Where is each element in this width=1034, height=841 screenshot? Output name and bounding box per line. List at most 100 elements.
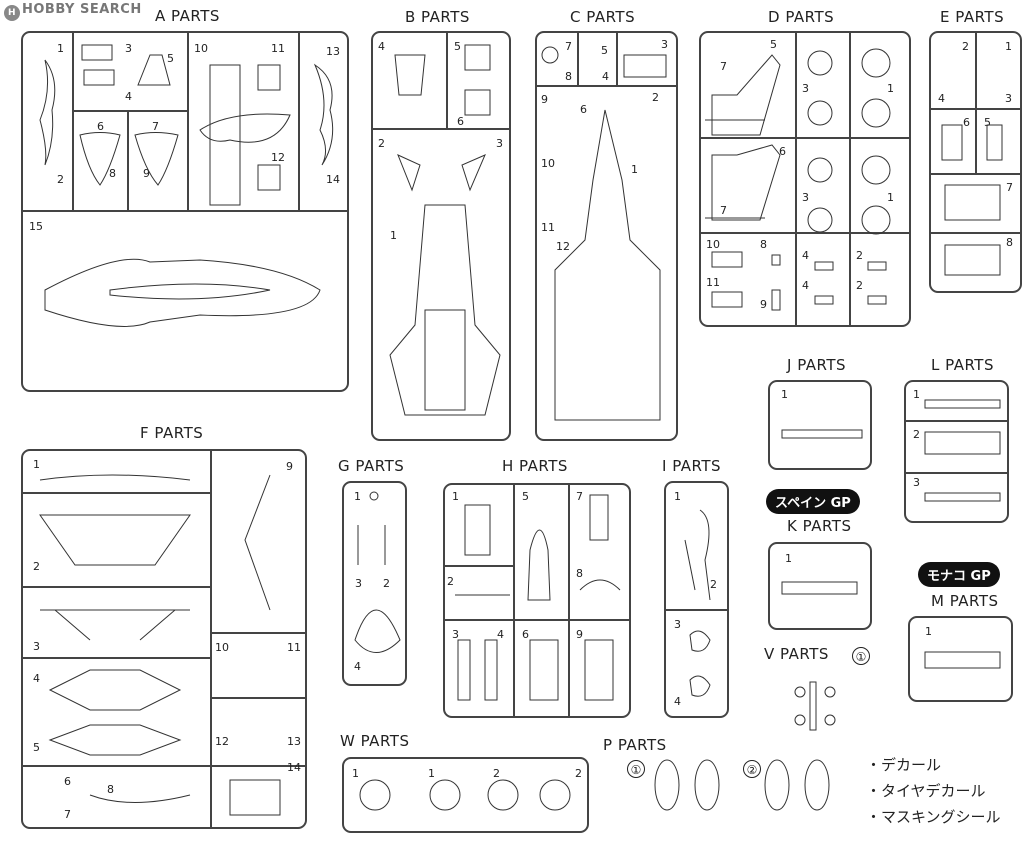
- c-number-1: 1: [631, 163, 638, 176]
- c-number-8: 8: [565, 70, 572, 83]
- a-part-7-sketch: [134, 132, 179, 186]
- title-a: A PARTS: [155, 7, 220, 25]
- h-number-2: 2: [447, 575, 454, 588]
- d-number-4b: 4: [802, 279, 809, 292]
- f-number-9: 9: [286, 460, 293, 473]
- h-part-1-sketch: [464, 504, 491, 556]
- h-part-5-sketch: [527, 529, 551, 601]
- a-number-11: 11: [271, 42, 285, 55]
- e-part-5-6-sketch: [941, 124, 1003, 161]
- a-number-8: 8: [109, 167, 116, 180]
- frame-g: [342, 481, 407, 686]
- title-c: C PARTS: [570, 8, 636, 26]
- frame-j: [768, 380, 872, 470]
- a-part-12-sketch: [257, 164, 281, 191]
- h-number-1: 1: [452, 490, 459, 503]
- a-number-6: 6: [97, 120, 104, 133]
- watermark-logo: H: [4, 5, 20, 21]
- m-part-1-sketch: [924, 651, 1001, 669]
- f-number-4: 4: [33, 672, 40, 685]
- c-number-4: 4: [602, 70, 609, 83]
- d-number-9: 9: [760, 298, 767, 311]
- d-number-1: 1: [887, 82, 894, 95]
- k-part-1-sketch: [781, 581, 858, 595]
- frame-b-divider: [446, 31, 448, 129]
- l-part-3-sketch: [924, 492, 1001, 502]
- a-number-9: 9: [143, 167, 150, 180]
- frame-d-divider: [849, 31, 851, 327]
- frame-a-divider: [187, 31, 189, 211]
- f-number-7: 7: [64, 808, 71, 821]
- g-number-3: 3: [355, 577, 362, 590]
- e-number-5: 5: [984, 116, 991, 129]
- d-number-2: 2: [856, 249, 863, 262]
- d-number-11: 11: [706, 276, 720, 289]
- frame-h-divider: [568, 483, 570, 718]
- i-number-3: 3: [674, 618, 681, 631]
- b-part-4-sketch: [394, 54, 426, 96]
- frame-i-divider: [664, 609, 729, 611]
- frame-f-divider: [210, 449, 212, 829]
- e-number-4: 4: [938, 92, 945, 105]
- frame-l-divider: [904, 420, 1009, 422]
- d-number-3: 3: [802, 82, 809, 95]
- frame-b-divider: [371, 128, 511, 130]
- b-part-5-sketch: [464, 44, 491, 71]
- title-w: W PARTS: [340, 732, 410, 750]
- frame-k: [768, 542, 872, 630]
- a-number-5: 5: [167, 52, 174, 65]
- f-part-4-sketch: [48, 669, 182, 711]
- frame-f: [21, 449, 307, 829]
- c-part-3-sketch: [623, 54, 667, 78]
- title-f: F PARTS: [140, 424, 204, 442]
- f-number-1: 1: [33, 458, 40, 471]
- frame-e-divider: [929, 173, 1022, 175]
- i-number-4: 4: [674, 695, 681, 708]
- frame-a-divider: [72, 31, 74, 211]
- v-circle-number: ①: [852, 647, 870, 665]
- title-p: P PARTS: [603, 736, 667, 754]
- a-part-5-sketch: [137, 54, 171, 86]
- a-number-7: 7: [152, 120, 159, 133]
- e-number-2: 2: [962, 40, 969, 53]
- frame-d-divider: [699, 137, 911, 139]
- g-part-1-sketch: [369, 491, 379, 501]
- d-number-7b: 7: [720, 204, 727, 217]
- f-number-8: 8: [107, 783, 114, 796]
- frame-l-divider: [904, 472, 1009, 474]
- f-number-13: 13: [287, 735, 301, 748]
- a-number-10: 10: [194, 42, 208, 55]
- c-number-2: 2: [652, 91, 659, 104]
- e-number-3: 3: [1005, 92, 1012, 105]
- frame-c: [535, 31, 678, 441]
- b-part-1-sketch: [389, 204, 501, 416]
- a-part-11-sketch: [257, 64, 281, 91]
- badge-spain-gp: スペイン GP: [766, 489, 860, 514]
- p-tires-sketch: [654, 759, 830, 811]
- w-number-1b: 1: [428, 767, 435, 780]
- title-e: E PARTS: [940, 8, 1005, 26]
- h-number-9: 9: [576, 628, 583, 641]
- p-circle-number-2: ②: [743, 760, 761, 778]
- e-number-8: 8: [1006, 236, 1013, 249]
- b-number-6: 6: [457, 115, 464, 128]
- f-number-5: 5: [33, 741, 40, 754]
- i-number-1: 1: [674, 490, 681, 503]
- d-part-8-9-sketch: [771, 254, 781, 311]
- j-part-1-sketch: [781, 429, 863, 439]
- d-number-1b: 1: [887, 191, 894, 204]
- g-number-1: 1: [354, 490, 361, 503]
- title-b: B PARTS: [405, 8, 470, 26]
- d-number-4: 4: [802, 249, 809, 262]
- f-part-2-sketch: [39, 514, 191, 566]
- w-wheels-sketch: [359, 779, 571, 811]
- l-number-1: 1: [913, 388, 920, 401]
- a-number-1: 1: [57, 42, 64, 55]
- a-number-2: 2: [57, 173, 64, 186]
- frame-h-divider: [443, 565, 513, 567]
- frame-m: [908, 616, 1013, 702]
- h-number-5: 5: [522, 490, 529, 503]
- b-part-2-3-sketch: [397, 154, 486, 192]
